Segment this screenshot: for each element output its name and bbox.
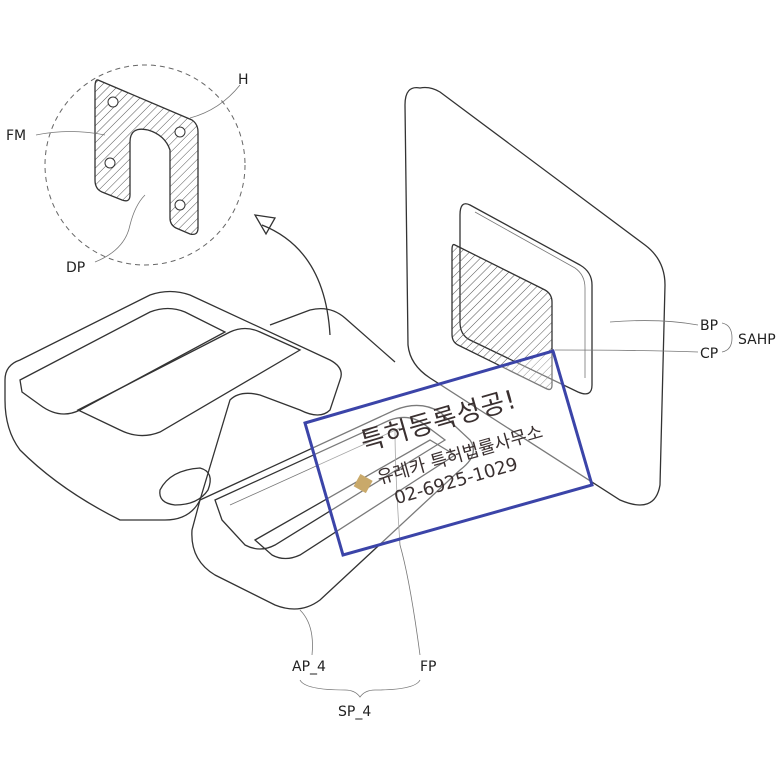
label-h: H	[238, 72, 249, 88]
label-cp: CP	[700, 346, 718, 362]
label-sp4: SP_4	[338, 704, 371, 720]
label-ap4: AP_4	[292, 659, 326, 675]
label-fp: FP	[420, 659, 437, 675]
arrow-head	[255, 215, 275, 234]
firm-logo-icon	[354, 474, 373, 493]
label-bp: BP	[700, 318, 718, 334]
label-sahp: SAHP	[738, 332, 776, 348]
label-fm: FM	[6, 128, 26, 144]
label-dp: DP	[66, 260, 85, 276]
fixing-member-plate	[95, 80, 198, 235]
curved-arrow	[262, 225, 330, 335]
detail-circle	[45, 65, 245, 265]
